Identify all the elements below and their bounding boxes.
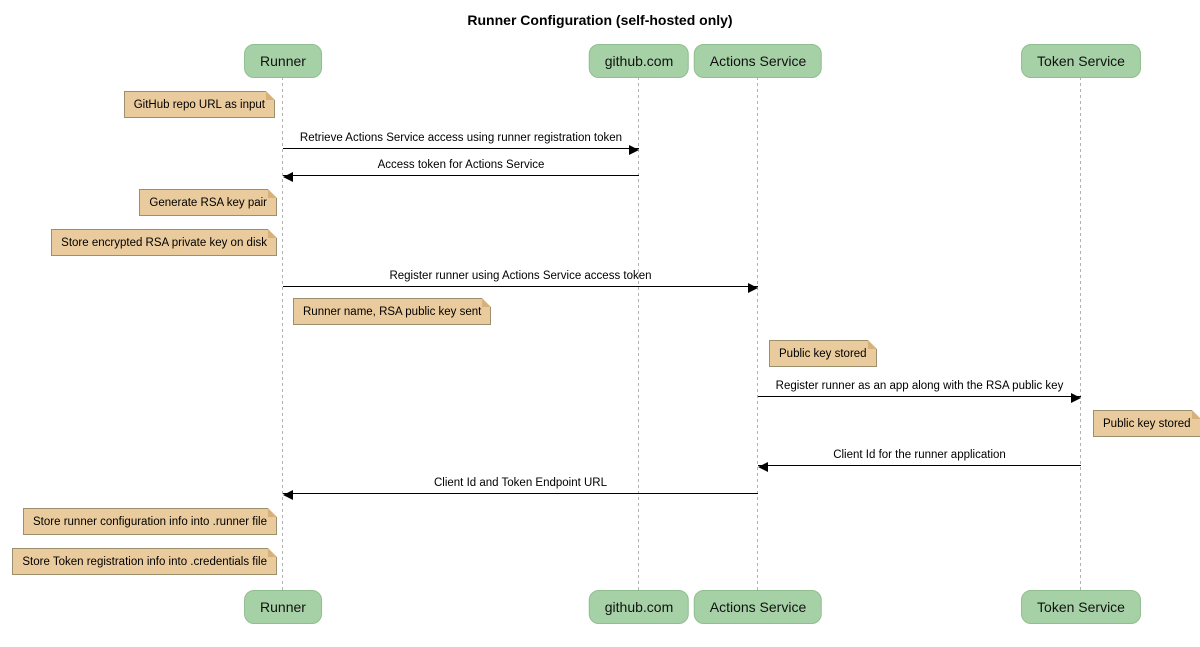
message-label-1: Retrieve Actions Service access using ru… <box>299 132 623 144</box>
note-7: Store runner configuration info into .ru… <box>23 508 277 535</box>
message-label-3: Register runner using Actions Service ac… <box>389 270 652 282</box>
participant-actions-service-bottom: Actions Service <box>693 590 823 624</box>
message-line-5 <box>758 465 1081 466</box>
message-line-2 <box>283 175 639 176</box>
participant-token-service-top: Token Service <box>1021 44 1141 78</box>
note-5: Public key stored <box>769 340 877 367</box>
note-8: Store Token registration info into .cred… <box>12 548 277 575</box>
arrowhead-icon <box>283 489 293 500</box>
lifeline-runner <box>282 77 283 591</box>
participant-token-service-bottom: Token Service <box>1021 590 1141 624</box>
arrowhead-icon <box>748 282 758 293</box>
note-4: Runner name, RSA public key sent <box>293 298 492 325</box>
message-label-6: Client Id and Token Endpoint URL <box>433 477 608 489</box>
lifeline-token-service <box>1080 77 1081 591</box>
message-line-1 <box>283 148 639 149</box>
note-6: Public key stored <box>1093 410 1200 437</box>
message-line-6 <box>283 493 758 494</box>
note-3: Store encrypted RSA private key on disk <box>51 229 277 256</box>
lifeline-actions-service <box>757 77 758 591</box>
note-1: GitHub repo URL as input <box>123 91 276 118</box>
message-label-5: Client Id for the runner application <box>833 449 1006 461</box>
arrowhead-icon <box>283 171 293 182</box>
message-label-4: Register runner as an app along with the… <box>775 380 1064 392</box>
note-2: Generate RSA key pair <box>139 189 277 216</box>
participant-github-bottom: github.com <box>588 590 690 624</box>
participant-actions-service-top: Actions Service <box>693 44 823 78</box>
arrowhead-icon <box>758 461 768 472</box>
arrowhead-icon <box>629 144 639 155</box>
diagram-title: Runner Configuration (self-hosted only) <box>467 12 733 28</box>
participant-runner-top: Runner <box>244 44 322 78</box>
arrowhead-icon <box>1071 392 1081 403</box>
message-line-3 <box>283 286 758 287</box>
participant-github-top: github.com <box>588 44 690 78</box>
participant-runner-bottom: Runner <box>244 590 322 624</box>
lifeline-github <box>638 77 639 591</box>
message-line-4 <box>758 396 1081 397</box>
message-label-2: Access token for Actions Service <box>377 159 545 171</box>
